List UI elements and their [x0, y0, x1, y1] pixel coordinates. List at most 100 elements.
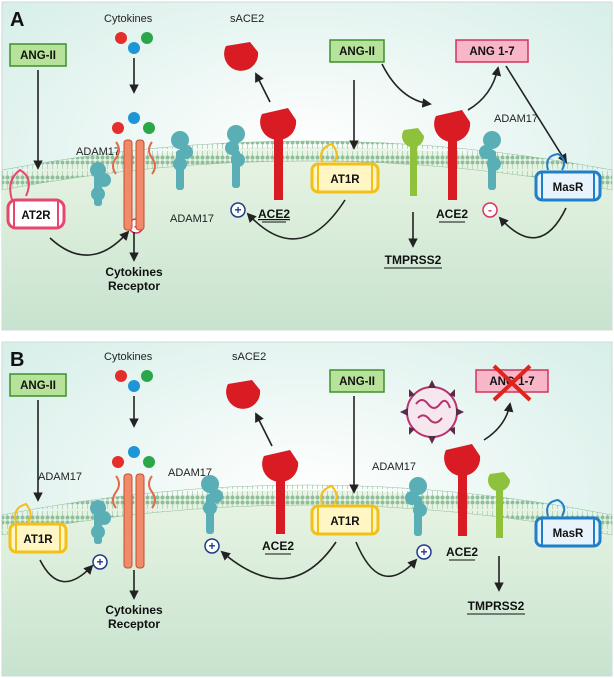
at1r-receptor-mid-b: AT1R — [310, 484, 380, 536]
cytokines-receptor-line1-b: Cytokines — [105, 603, 163, 617]
ace2-label-left: ACE2 — [258, 207, 290, 221]
cytokine-red-bound — [112, 122, 124, 134]
arrow-ace2-shedding — [255, 72, 271, 103]
tmprss2-label-b: TMPRSS2 — [468, 599, 525, 613]
sign-b2: + — [208, 539, 215, 553]
cytokine-blue-bound — [128, 112, 140, 124]
ace2-label-right: ACE2 — [436, 207, 468, 221]
adam17-label-mid-b: ADAM17 — [168, 467, 212, 479]
sign-a2: + — [234, 203, 241, 217]
tmprss2-protein — [402, 128, 425, 196]
at1r-label-mid-b: AT1R — [330, 516, 360, 528]
ang-ii-box-mid — [329, 39, 385, 63]
panel-a-letter: A — [10, 9, 24, 31]
masr-receptor: MasR — [534, 152, 602, 202]
cytokine-red-b — [115, 370, 127, 382]
arrow-masr-feedback — [498, 207, 567, 239]
ace2-protein-left-b — [262, 450, 299, 534]
cytokine-green — [141, 32, 153, 44]
sace2-label: sACE2 — [230, 13, 264, 25]
adam17-label-left: ADAM17 — [76, 146, 120, 158]
sace2-protein — [224, 42, 259, 71]
ang-ii-box — [9, 43, 67, 67]
masr-label-b: MasR — [553, 528, 584, 540]
cytokines-label: Cytokines — [104, 13, 153, 25]
adam17-protein-mid-b — [201, 475, 223, 534]
ang-ii-box-mid-b — [329, 369, 385, 393]
cytokine-green-b — [141, 370, 153, 382]
arrow-ace2-shedding-b — [255, 412, 273, 447]
at2r-receptor: AT2R — [6, 168, 66, 230]
ace2-label-right-b: ACE2 — [446, 545, 478, 559]
cytokines-label-b: Cytokines — [104, 351, 153, 363]
sign-circle-a3 — [482, 202, 498, 218]
sign-circle-a2 — [230, 202, 246, 218]
adam17-label-right-b: ADAM17 — [372, 461, 416, 473]
adam17-label-left-b: ADAM17 — [38, 471, 82, 483]
masr-label: MasR — [553, 182, 584, 194]
adam17-protein-near-ace2 — [225, 125, 245, 188]
sace2-label-b: sACE2 — [232, 351, 266, 363]
ace2-label-left-b: ACE2 — [262, 539, 294, 553]
sign-b3: + — [420, 545, 427, 559]
cytokine-red — [115, 32, 127, 44]
at2r-label: AT2R — [21, 210, 51, 222]
at1r-label-left-b: AT1R — [23, 534, 53, 546]
cytokine-blue-bound-b — [128, 446, 140, 458]
arrow-ace2-to-ang17 — [467, 66, 502, 111]
at1r-label: AT1R — [330, 174, 360, 186]
cytokines-receptor-line1: Cytokines — [105, 265, 163, 279]
adam17-protein-right-b — [405, 477, 427, 536]
panel-b: B ANG-II AT1R ADAM17 + Cytokines — [1, 341, 613, 677]
sign-circle-b2 — [204, 538, 220, 554]
ace2-protein-left — [260, 108, 297, 200]
adam17-protein-left-b — [90, 500, 111, 544]
sign-a3: - — [488, 203, 492, 217]
cytokine-red-bound-b — [112, 456, 124, 468]
cytokine-green-bound-b — [143, 456, 155, 468]
ang-ii-box-b — [9, 373, 67, 397]
cytokine-blue-b — [128, 380, 140, 392]
cross-mark-2 — [492, 364, 532, 402]
adam17-label-mid: ADAM17 — [170, 213, 214, 225]
arrow-at2r-feedback — [49, 230, 130, 256]
ace2-protein-right — [434, 110, 471, 200]
adam17-protein-right — [479, 131, 501, 190]
cytokine-blue — [128, 42, 140, 54]
tmprss2-protein-b — [488, 472, 511, 538]
ace2-protein-right-b — [444, 444, 481, 536]
panel-a-cytoplasm — [2, 146, 612, 330]
ang17-box — [455, 39, 529, 63]
ang-ii-label-mid-b: ANG-II — [339, 376, 375, 388]
arrow-ang17-to-masr — [505, 65, 568, 164]
at1r-receptor: AT1R — [310, 142, 380, 194]
sign-b1: + — [96, 555, 103, 569]
sace2-protein-b — [226, 380, 261, 409]
ang-ii-label-b: ANG-II — [20, 380, 56, 392]
arrow-at1r-to-adam17-right-b — [355, 541, 418, 578]
sign-circle-b3 — [416, 544, 432, 560]
cytokines-receptor-line2: Receptor — [108, 279, 160, 293]
ang17-label: ANG 1-7 — [469, 46, 514, 58]
at1r-receptor-left-b: AT1R — [8, 502, 68, 554]
cytokine-green-bound — [143, 122, 155, 134]
sign-circle-b1 — [92, 554, 108, 570]
arrow-ang-ii-to-ace2 — [381, 63, 432, 108]
arrow-ace2-to-ang17-b — [483, 402, 514, 441]
cytokine-receptor — [112, 139, 156, 231]
ang-ii-label-mid: ANG-II — [339, 46, 375, 58]
adam17-label-right: ADAM17 — [494, 113, 538, 125]
arrow-at1r-feedback-b — [39, 559, 94, 583]
adam17-protein-left — [90, 162, 111, 206]
cytokines-receptor-line2-b: Receptor — [108, 617, 160, 631]
ang-ii-label: ANG-II — [20, 50, 56, 62]
panel-b-letter: B — [10, 349, 24, 371]
arrow-at1r-to-adam17-left-b — [220, 541, 337, 580]
adam17-protein-mid — [171, 131, 193, 190]
tmprss2-label: TMPRSS2 — [385, 253, 442, 267]
panel-a: A ANG-II AT2R ADAM17 - Cytokines — [1, 1, 613, 331]
masr-receptor-b: MasR — [534, 498, 602, 548]
cytokine-receptor-b — [112, 473, 156, 569]
panel-b-cytoplasm — [2, 490, 612, 676]
